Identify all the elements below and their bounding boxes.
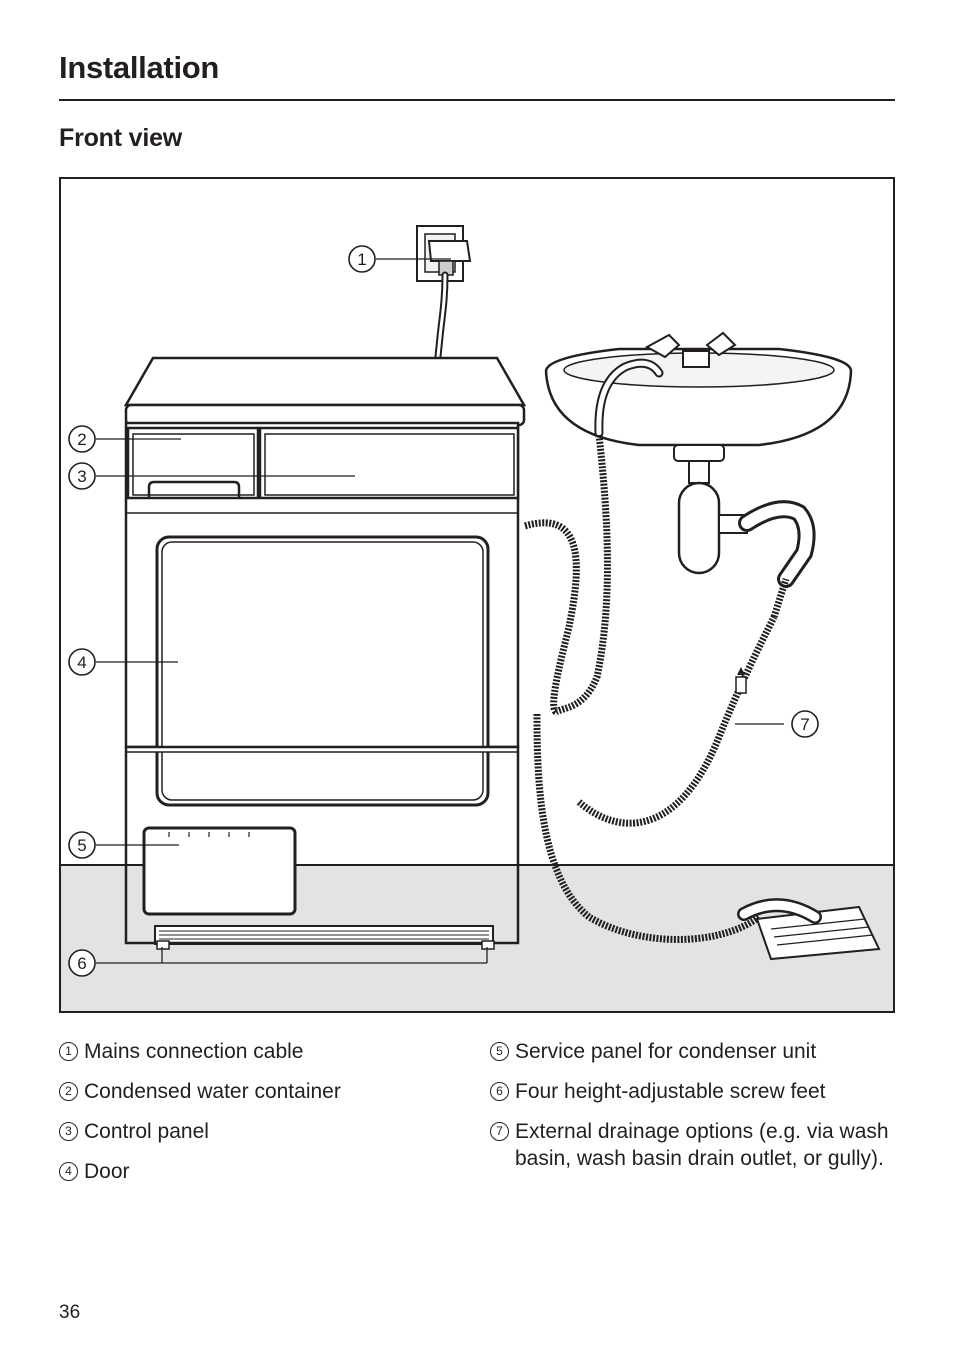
subsection-title: Front view (59, 124, 183, 152)
page-number: 36 (59, 1302, 81, 1323)
floor-gully (737, 898, 881, 961)
legend-item: 6 Four height-adjustable screw feet (490, 1078, 900, 1105)
callout-1: 1 (357, 250, 366, 269)
legend-item: 7 External drainage options (e.g. via wa… (490, 1118, 900, 1172)
legend-text: External drainage options (e.g. via wash… (515, 1120, 889, 1170)
callout-6: 6 (77, 954, 86, 973)
legend-text: Control panel (84, 1120, 209, 1143)
callout-3: 3 (77, 467, 86, 486)
callout-marker (791, 710, 819, 738)
figure-frame (59, 177, 895, 1013)
legend-number: 4 (59, 1162, 78, 1181)
legend-text: Mains connection cable (84, 1040, 304, 1063)
screw-foot (481, 940, 495, 950)
legend-text: Service panel for condenser unit (515, 1040, 817, 1063)
dryer-installation-illustration: 1 2 3 4 5 6 7 (59, 177, 895, 1013)
legend-text: Door (84, 1160, 130, 1183)
siphon-trap (677, 481, 721, 575)
screw-foot (156, 940, 170, 950)
legend-text: Four height-adjustable screw feet (515, 1080, 826, 1103)
legend-item: 5 Service panel for condenser unit (490, 1038, 900, 1065)
legend-text: Condensed water container (84, 1080, 341, 1103)
drain-hose (576, 615, 778, 827)
hose-connector (735, 667, 747, 694)
door (155, 535, 490, 807)
legend-number: 2 (59, 1082, 78, 1101)
legend-item: 4 Door (59, 1158, 459, 1185)
legend-number: 3 (59, 1122, 78, 1141)
callout-7: 7 (800, 715, 809, 734)
legend-item: 1 Mains connection cable (59, 1038, 459, 1065)
title-divider (59, 99, 895, 101)
callout-5: 5 (77, 836, 86, 855)
callout-marker (348, 245, 376, 273)
callout-marker (68, 462, 96, 490)
legend-number: 6 (490, 1082, 509, 1101)
section-title: Installation (59, 50, 220, 85)
service-panel (142, 826, 297, 916)
legend-right: 5 Service panel for condenser unit 6 Fou… (490, 1038, 900, 1185)
callout-4: 4 (77, 653, 86, 672)
callout-2: 2 (77, 430, 86, 449)
legend-item: 3 Control panel (59, 1118, 459, 1145)
legend-number: 7 (490, 1122, 509, 1141)
callout-marker (68, 425, 96, 453)
front-view-figure: 1 2 3 4 5 6 7 (59, 177, 895, 1013)
drain-hose (524, 519, 580, 715)
tumble-dryer (123, 356, 527, 950)
callout-marker (68, 831, 96, 859)
legend-number: 5 (490, 1042, 509, 1061)
legend-left: 1 Mains connection cable 2 Condensed wat… (59, 1038, 459, 1198)
drain-hose (554, 434, 611, 716)
callout-marker (68, 648, 96, 676)
callout-marker (68, 949, 96, 977)
legend-number: 1 (59, 1042, 78, 1061)
wall-socket (416, 225, 472, 282)
legend-item: 2 Condensed water container (59, 1078, 459, 1105)
callout-leaders (96, 258, 784, 964)
